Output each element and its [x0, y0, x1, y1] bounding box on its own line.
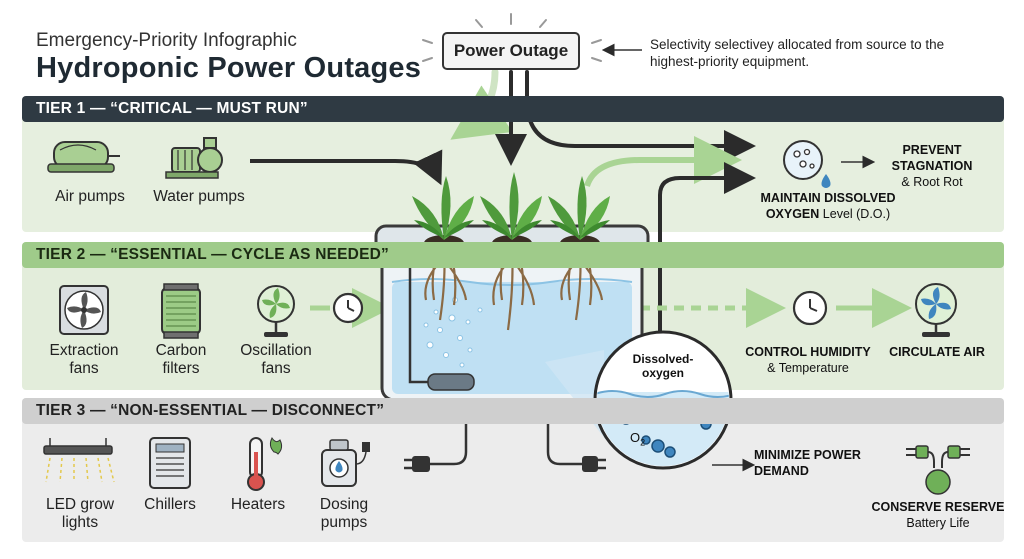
- led-grow-light-icon: [43, 438, 115, 483]
- tier-3-outcome-line2: DEMAND: [754, 464, 809, 478]
- plants: [412, 172, 610, 331]
- dosing-pump-icon: [321, 439, 370, 487]
- outage-rays: [422, 13, 602, 62]
- o2-formula: O2: [630, 430, 645, 448]
- water-pump-icon: [165, 137, 223, 179]
- tier-3-header: TIER 3 — “NON-ESSENTIAL — DISCONNECT”: [22, 398, 1004, 424]
- tier-2-outcome-line2: & Temperature: [767, 361, 849, 375]
- tier-1-outcome: MAINTAIN DISSOLVED OXYGEN Level (D.O.): [740, 190, 916, 222]
- o2-formula-o: O: [630, 430, 641, 445]
- air-pumps-label: Air pumps: [55, 188, 125, 205]
- oscillation-fan-icon: [257, 285, 295, 337]
- chiller-icon: [149, 437, 191, 489]
- clock-icon: [792, 290, 828, 326]
- clock-icon: [332, 292, 364, 324]
- oscillation-fans-label: Oscillation fans: [226, 342, 326, 378]
- extraction-fan-icon: [59, 285, 109, 335]
- dosing-pumps-label: Dosing pumps: [304, 496, 384, 532]
- circulate-air-fan-icon: [915, 283, 957, 337]
- oscillation-fans-line1: Oscillation: [240, 342, 312, 359]
- tier1-supply-arrow: [250, 149, 443, 186]
- air-pump-icon: [47, 141, 120, 173]
- plug-icon: [582, 456, 606, 472]
- tier-3-result: CONSERVE RESERVE Battery Life: [868, 499, 1008, 531]
- dissolved-oxygen-line1: Dissolved-: [632, 352, 694, 366]
- led-grow-lights-line2: lights: [61, 514, 99, 531]
- oscillation-fans-line2: fans: [261, 360, 291, 377]
- air-stone: [408, 262, 475, 391]
- carbon-filters-line2: filters: [162, 360, 200, 377]
- dosing-pumps-line1: Dosing: [319, 496, 369, 513]
- allocation-note: Selectivity selectivey allocated from so…: [650, 37, 945, 69]
- tier-2-result: CIRCULATE AIR: [882, 344, 992, 360]
- carbon-filter-icon: [161, 283, 201, 339]
- heater-icon: [247, 437, 283, 491]
- unplugged-cord-left: [430, 408, 468, 466]
- o2-formula-sub: 2: [640, 437, 646, 448]
- tank-oxygen-line: [658, 162, 756, 335]
- tier-1-result: PREVENT STAGNATION & Root Rot: [870, 142, 994, 190]
- battery-plug-icon: [906, 445, 970, 495]
- carbon-filters-line1: Carbon: [155, 342, 207, 359]
- water-pumps-label: Water pumps: [153, 188, 245, 205]
- extraction-fans-label: Extraction fans: [34, 342, 134, 378]
- extraction-fans-line2: fans: [69, 360, 99, 377]
- tier-1-outcome-line1: MAINTAIN DISSOLVED: [760, 191, 896, 205]
- tier-3-outcome-line1: MINIMIZE POWER: [754, 448, 861, 462]
- carbon-filters-label: Carbon filters: [136, 342, 226, 378]
- unplugged-cord-right: [546, 408, 582, 466]
- tier-1-outcome-level: Level (D.O.): [819, 207, 891, 221]
- infographic-title: Hydroponic Power Outages: [36, 52, 422, 84]
- led-grow-lights-line1: LED grow: [45, 496, 115, 513]
- tier-2-outcome-line1: CONTROL HUMIDITY: [745, 345, 871, 359]
- heaters-label: Heaters: [230, 496, 286, 513]
- tier-1-result-line3: & Root Rot: [901, 175, 963, 189]
- infographic-subtitle: Emergency-Priority Infographic: [36, 30, 297, 51]
- plug-icon: [404, 456, 430, 472]
- extraction-fans-line1: Extraction: [49, 342, 119, 359]
- tier-1-result-line1: PREVENT: [902, 143, 962, 157]
- led-grow-lights-label: LED grow lights: [30, 496, 130, 532]
- power-outage-source: Power Outage: [442, 32, 580, 70]
- tier-2-result-text: CIRCULATE AIR: [889, 345, 985, 359]
- tier-2-header: TIER 2 — “ESSENTIAL — CYCLE AS NEEDED”: [22, 242, 1004, 268]
- oxygen-bubbles-icon: [783, 140, 831, 188]
- tier1-green-arrow: [584, 136, 742, 188]
- tier-2-outcome: CONTROL HUMIDITY & Temperature: [738, 344, 878, 376]
- tier-3-outcome: MINIMIZE POWER DEMAND: [754, 447, 864, 479]
- tier-1-outcome-oxygen: OXYGEN: [765, 207, 820, 221]
- dissolved-oxygen-title: Dissolved- oxygen: [613, 352, 713, 380]
- chillers-label: Chillers: [144, 496, 196, 513]
- tier-3-result-line2: Battery Life: [906, 516, 970, 530]
- tier-1-result-line2: STAGNATION: [891, 159, 973, 173]
- tier-1-header: TIER 1 — “CRITICAL — MUST RUN”: [22, 96, 1004, 122]
- dosing-pumps-line2: pumps: [320, 514, 368, 531]
- dissolved-oxygen-line2: oxygen: [641, 366, 684, 380]
- tier-3-result-line1: CONSERVE RESERVE: [871, 500, 1005, 514]
